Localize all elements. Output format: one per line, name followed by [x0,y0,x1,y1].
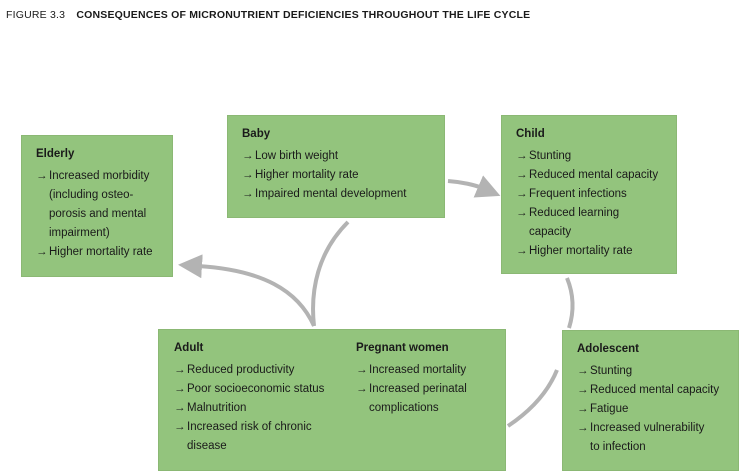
list-item-text: (including osteo- [49,189,134,201]
list-item: Reduced productivity [174,361,324,380]
adolescent-box: Adolescent StuntingReduced mental capaci… [562,330,739,471]
arrow-adult-to-elderly [178,254,316,327]
list-item-text: Reduced mental capacity [529,169,659,181]
connector-adolescent-to-pregnant [506,369,559,428]
list-item-text: porosis and mental [49,208,147,220]
list-item-text: Malnutrition [187,402,247,414]
adult-column: Adult Reduced productivityPoor socioecon… [174,340,324,456]
list-item: Poor socioeconomic status [174,380,324,399]
adolescent-list: StuntingReduced mental capacityFatigueIn… [577,362,724,457]
list-item: Frequent infections [516,185,662,204]
list-item: Reduced mental capacity [516,166,662,185]
list-item-text: Increased vulnerability [590,422,705,434]
list-item-text: Reduced mental capacity [590,384,720,396]
pregnant-list: Increased mortalityIncreased perinatal co… [356,361,467,418]
list-item: Increased perinatal complications [356,380,467,418]
list-item-text: Low birth weight [255,150,339,162]
elderly-title: Elderly [36,148,75,160]
connector-child-to-adolescent [565,277,575,329]
child-box: Child StuntingReduced mental capacityFre… [501,115,677,274]
adolescent-title: Adolescent [577,343,639,355]
list-item-text: Higher mortality rate [49,246,153,258]
list-item-text: Reduced learning [529,207,620,219]
list-item-text: Impaired mental development [255,188,407,200]
list-item: Higher mortality rate [242,166,430,185]
pregnant-column: Pregnant women Increased mortalityIncrea… [356,340,467,418]
list-item-text: impairment) [49,227,110,239]
list-item-text: Higher mortality rate [529,245,633,257]
list-item-text: complications [369,402,439,414]
arrow-baby-to-child [447,175,501,198]
list-item: Low birth weight [242,147,430,166]
list-item: Increased morbidity (including osteo-poro… [36,167,158,243]
adult-list: Reduced productivityPoor socioeconomic s… [174,361,324,456]
list-item-text: disease [187,440,227,452]
list-item: Stunting [516,147,662,166]
child-title: Child [516,128,545,140]
list-item-text: to infection [590,441,646,453]
list-item: Increased vulnerability to infection [577,419,724,457]
list-item-text: Increased perinatal [369,383,467,395]
list-item: Increased mortality [356,361,467,380]
arrow-adult-to-baby [311,220,350,327]
list-item-text: capacity [529,226,572,238]
list-item-text: Increased mortality [369,364,467,376]
list-item-text: Fatigue [590,403,629,415]
list-item-text: Frequent infections [529,188,627,200]
adult-title: Adult [174,342,204,354]
list-item: Malnutrition [174,399,324,418]
figure-title: CONSEQUENCES OF MICRONUTRIENT DEFICIENCI… [76,9,531,21]
list-item-text: Reduced productivity [187,364,295,376]
list-item: Higher mortality rate [36,243,158,262]
figure-number: FIGURE 3.3 [6,9,66,21]
list-item: Impaired mental development [242,185,430,204]
child-list: StuntingReduced mental capacityFrequent … [516,147,662,261]
baby-list: Low birth weightHigher mortality rateImp… [242,147,430,204]
list-item: Stunting [577,362,724,381]
baby-box: Baby Low birth weightHigher mortality ra… [227,115,445,218]
list-item-text: Increased risk of chronic [187,421,312,433]
elderly-list: Increased morbidity (including osteo-poro… [36,167,158,262]
list-item: Reduced mental capacity [577,381,724,400]
list-item-text: Stunting [529,150,572,162]
list-item: Reduced learning capacity [516,204,662,242]
elderly-box: Elderly Increased morbidity (including os… [21,135,173,277]
baby-title: Baby [242,128,271,140]
list-item: Higher mortality rate [516,242,662,261]
list-item-text: Increased morbidity [49,170,150,182]
list-item-text: Poor socioeconomic status [187,383,325,395]
adult-pregnant-box: Adult Reduced productivityPoor socioecon… [158,329,506,471]
list-item: Increased risk of chronic disease [174,418,324,456]
list-item-text: Higher mortality rate [255,169,359,181]
list-item: Fatigue [577,400,724,419]
list-item-text: Stunting [590,365,633,377]
figure-header: FIGURE 3.3 CONSEQUENCES OF MICRONUTRIENT… [6,9,530,21]
pregnant-title: Pregnant women [356,342,449,354]
